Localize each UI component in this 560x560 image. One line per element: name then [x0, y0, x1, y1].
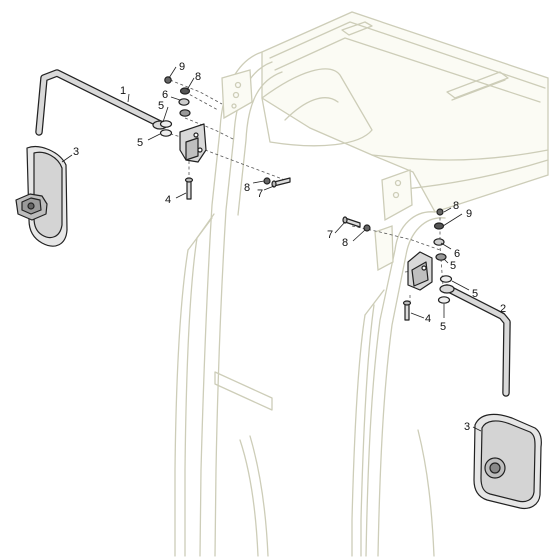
- left-mirror-assembly: 1 3 9 8 6 5 5 4 8 7: [15, 61, 291, 247]
- callout-1: 1: [120, 85, 126, 97]
- mirror-head-left: [15, 146, 68, 247]
- callout-7-right: 7: [327, 229, 333, 241]
- callout-2: 2: [500, 303, 506, 315]
- callout-8-right-a: 8: [453, 200, 459, 212]
- mirror-arm-rod-left: [35, 69, 168, 136]
- callout-7-left: 7: [257, 188, 263, 200]
- callout-5-left-a: 5: [158, 100, 164, 112]
- callout-8-left-b: 8: [244, 182, 250, 194]
- mirror-arm-rod-right: [439, 284, 511, 397]
- callout-4-left: 4: [165, 194, 171, 206]
- callout-4-right: 4: [425, 313, 431, 325]
- callout-5-right-a: 5: [450, 260, 456, 272]
- callout-3-right: 3: [464, 421, 470, 433]
- callout-8-left-a: 8: [195, 71, 201, 83]
- callout-3-left: 3: [73, 146, 79, 158]
- callout-6-right: 6: [454, 248, 460, 260]
- callout-8-right-b: 8: [342, 237, 348, 249]
- hardware-right: [342, 208, 453, 321]
- callout-6-left: 6: [162, 89, 168, 101]
- callout-5-right-c: 5: [440, 321, 446, 333]
- callout-5-right-b: 5: [472, 288, 478, 300]
- hinge-bracket-right: [407, 251, 433, 291]
- mirror-head-right: [473, 413, 542, 510]
- callout-9-right: 9: [466, 208, 472, 220]
- cab-outline: [174, 11, 549, 557]
- callout-9-left: 9: [179, 61, 185, 73]
- hinge-bracket-left: [179, 123, 207, 163]
- callout-5-left-b: 5: [137, 137, 143, 149]
- hardware-left: [159, 76, 291, 200]
- right-mirror-assembly: 8 9 6 5 5 5 4 7 8 2 3: [327, 200, 542, 510]
